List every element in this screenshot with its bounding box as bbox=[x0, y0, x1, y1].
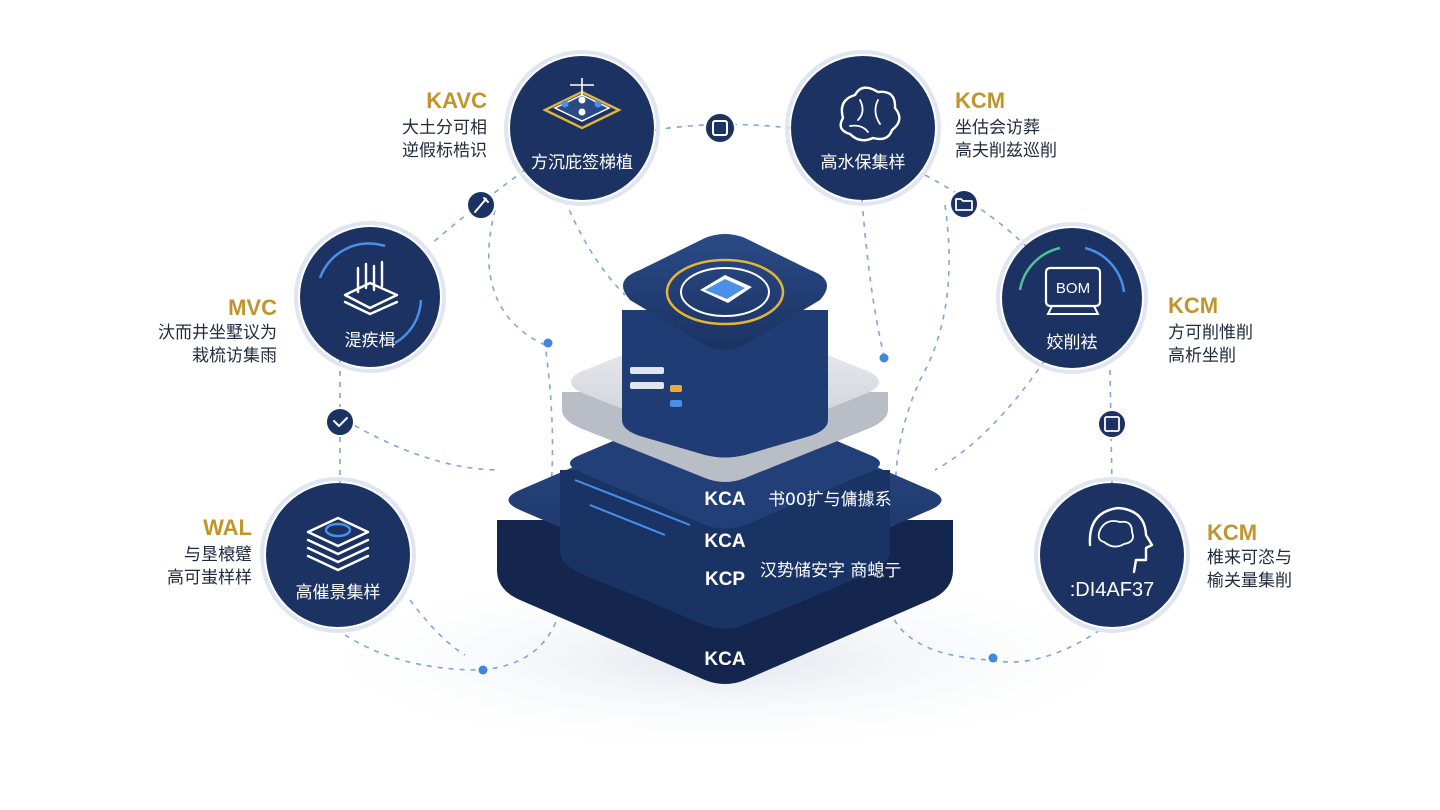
server-white-ring bbox=[680, 267, 770, 317]
node-label: 湜疾楫 bbox=[345, 331, 396, 351]
monitor-screen-text: BOM bbox=[1056, 280, 1090, 297]
node-desc: 椎来可恣与 bbox=[1207, 548, 1292, 568]
node-tag: KCM bbox=[955, 88, 1005, 113]
cycle-arc bbox=[1084, 246, 1126, 293]
node-label: 方沉庇签梯植 bbox=[531, 153, 633, 173]
network-board-icon bbox=[542, 78, 622, 130]
connector-tl-stack bbox=[564, 199, 626, 296]
node-desc: 高析坐削 bbox=[1168, 346, 1236, 366]
node-tag: MVC bbox=[228, 295, 277, 320]
server-gold-ring bbox=[665, 258, 785, 326]
node-desc: 坐估会访葬 bbox=[955, 118, 1040, 138]
node-desc: 逆假标梏识 bbox=[402, 141, 487, 161]
node-desc: 高夫削兹巡削 bbox=[955, 141, 1057, 161]
node-desc: 高可蚩样样 bbox=[167, 568, 252, 588]
connector-ml-stack bbox=[344, 419, 501, 471]
node-tag: KCM bbox=[1207, 520, 1257, 545]
node-desc: 栽梳访集雨 bbox=[192, 346, 277, 366]
layer2-stripe bbox=[574, 479, 691, 526]
pen-icon bbox=[474, 197, 489, 213]
connector-dot bbox=[988, 653, 998, 663]
badge-square bbox=[704, 112, 736, 144]
connector-tl-ml bbox=[429, 169, 526, 246]
central-stack: KCA KCA KCA KCP 书00扩与傭據系 汉势储安字 商螅亍 bbox=[497, 234, 953, 684]
node-desc: 汏而井坐墅议为 bbox=[158, 323, 277, 343]
node-top-right: 高水保集样 bbox=[785, 50, 941, 206]
connector-mr-stack bbox=[934, 359, 1046, 471]
badge-pen bbox=[466, 190, 496, 220]
head-brain-icon bbox=[1088, 506, 1154, 574]
badge-document bbox=[1097, 409, 1127, 439]
connector-dot bbox=[543, 338, 553, 348]
node-label: :DI4AF37 bbox=[1070, 579, 1154, 601]
node-label: 高催景集样 bbox=[296, 583, 381, 603]
layer2-side bbox=[560, 470, 890, 629]
node-desc: 榆关量集削 bbox=[1207, 571, 1292, 591]
node-desc: 大土分可相 bbox=[402, 118, 487, 138]
connector-right-arc bbox=[894, 204, 950, 561]
monitor-icon: BOM bbox=[1044, 266, 1102, 315]
node-mid-left: 湜疾楫 bbox=[294, 221, 446, 373]
book-icon bbox=[700, 275, 752, 303]
brain-icon bbox=[839, 86, 901, 142]
server-slot-accent bbox=[670, 400, 682, 407]
server-slot bbox=[630, 382, 664, 389]
server-slot-accent bbox=[670, 385, 682, 392]
folder-icon bbox=[955, 198, 973, 211]
layer-note-2: 汉势储安字 商螅亍 bbox=[760, 561, 901, 581]
layer-label-kcp: KCP bbox=[705, 569, 745, 590]
database-stack-icon bbox=[306, 516, 370, 572]
node-bottom-right: :DI4AF37 bbox=[1034, 477, 1190, 633]
server-front bbox=[622, 310, 828, 458]
node-label: 高水保集样 bbox=[821, 153, 906, 173]
node-label: 姣削袪 bbox=[1047, 333, 1098, 353]
connector-dot bbox=[879, 353, 889, 363]
cycle-arc bbox=[318, 242, 386, 279]
cycle-arc bbox=[394, 299, 423, 345]
server-stack-icon bbox=[343, 260, 399, 316]
node-top-left: 方沉庇签梯植 bbox=[504, 50, 660, 206]
cycle-arc bbox=[1018, 246, 1061, 291]
connector-tr-stack bbox=[861, 199, 886, 361]
check-icon bbox=[333, 417, 348, 427]
document-icon bbox=[1104, 416, 1120, 432]
server-slot bbox=[630, 367, 664, 374]
node-bottom-left: 高催景集样 bbox=[260, 477, 416, 633]
node-tag: KAVC bbox=[426, 88, 487, 113]
node-mid-right: BOM 姣削袪 bbox=[996, 222, 1148, 374]
layer2-stripe bbox=[589, 504, 666, 536]
layer-label-base: KCA bbox=[704, 649, 745, 670]
layer-note-1: 书00扩与傭據系 bbox=[768, 490, 892, 510]
node-desc: 与垦榱躄 bbox=[184, 544, 252, 565]
node-tag: KCM bbox=[1168, 293, 1218, 318]
square-icon bbox=[712, 120, 728, 136]
badge-folder bbox=[949, 189, 979, 219]
node-desc: 方可削惟削 bbox=[1168, 323, 1253, 343]
connector-tr-mr bbox=[924, 174, 1031, 251]
connector-bl-stack bbox=[409, 599, 466, 656]
layer-label-kca-1: KCA bbox=[704, 489, 745, 510]
connector-dot bbox=[478, 665, 488, 675]
layer-label-kca-2: KCA bbox=[704, 531, 745, 552]
node-tag: WAL bbox=[203, 515, 252, 540]
badge-check bbox=[325, 407, 355, 437]
